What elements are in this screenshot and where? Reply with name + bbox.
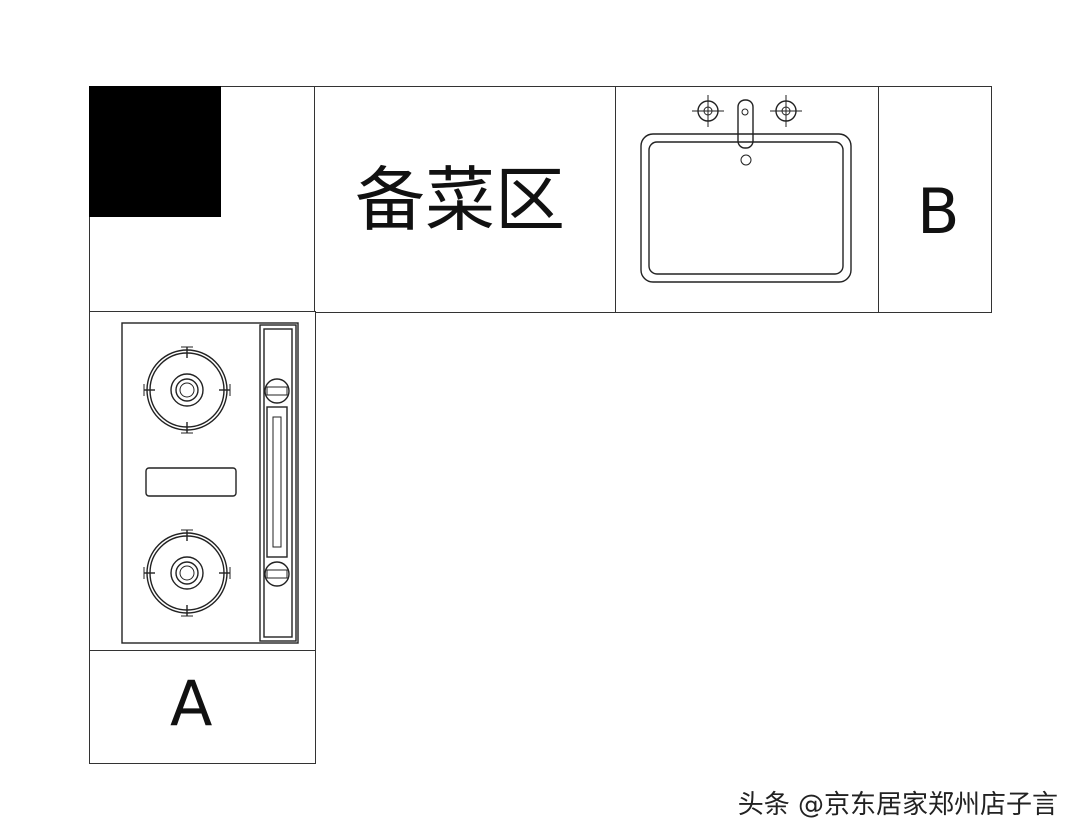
cabinet-a: A [89,650,316,764]
watermark-text: 头条 @京东居家郑州店子言 [737,790,1058,820]
sink-icon [639,94,852,283]
cabinet-b: B [878,86,992,313]
corner-cabinet-block [89,86,221,217]
cabinet-a-label: A [170,667,213,740]
prep-area-cabinet: 备菜区 [314,86,617,313]
stove-cabinet [89,311,316,652]
faucet-icon [691,94,802,149]
cabinet-b-label: B [917,175,960,248]
sink-cabinet [615,86,880,313]
prep-area-label: 备菜区 [355,159,565,241]
gas-stove-icon [120,321,299,644]
